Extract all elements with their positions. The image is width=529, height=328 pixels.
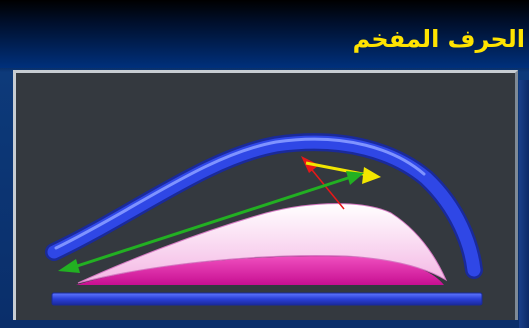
green-arrow-head-left: [58, 259, 80, 273]
green-arrow: [73, 175, 352, 269]
tongue-lower: [76, 256, 444, 285]
mouth-diagram: [45, 133, 483, 306]
yellow-arrow-head: [362, 167, 381, 184]
red-arrow: [307, 164, 345, 210]
tongue-upper: [77, 203, 448, 284]
green-arrow-head-right: [346, 171, 364, 185]
palate-arch-highlight: [54, 137, 426, 250]
palate-arch-fill: [47, 135, 481, 277]
title-bar: الحرف المفخم: [0, 0, 529, 68]
frame-edge: [519, 80, 529, 328]
lower-jaw-bar: [51, 292, 483, 306]
page-title: الحرف المفخم: [352, 25, 525, 53]
diagram-panel: [13, 70, 518, 320]
